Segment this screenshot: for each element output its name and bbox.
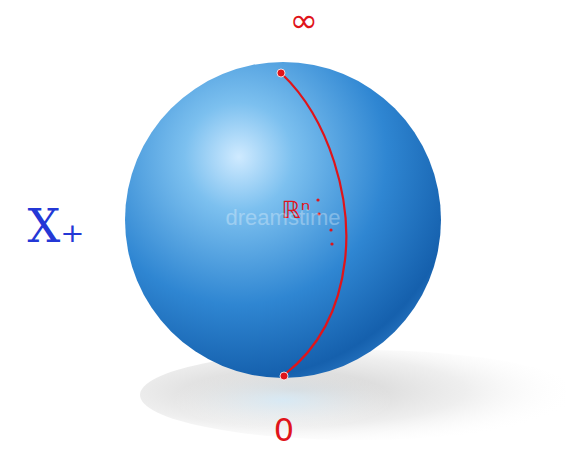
space-name: X₊ xyxy=(27,203,84,249)
drop-shadow xyxy=(140,350,566,440)
north-point xyxy=(277,69,285,77)
point-at-infinity: ∞ xyxy=(290,3,318,37)
sphere xyxy=(125,62,441,378)
origin-label: 0 xyxy=(274,414,294,446)
south-point xyxy=(280,372,288,380)
watermark: dreamstime xyxy=(226,207,341,229)
dot xyxy=(330,242,333,245)
dot xyxy=(316,198,319,201)
